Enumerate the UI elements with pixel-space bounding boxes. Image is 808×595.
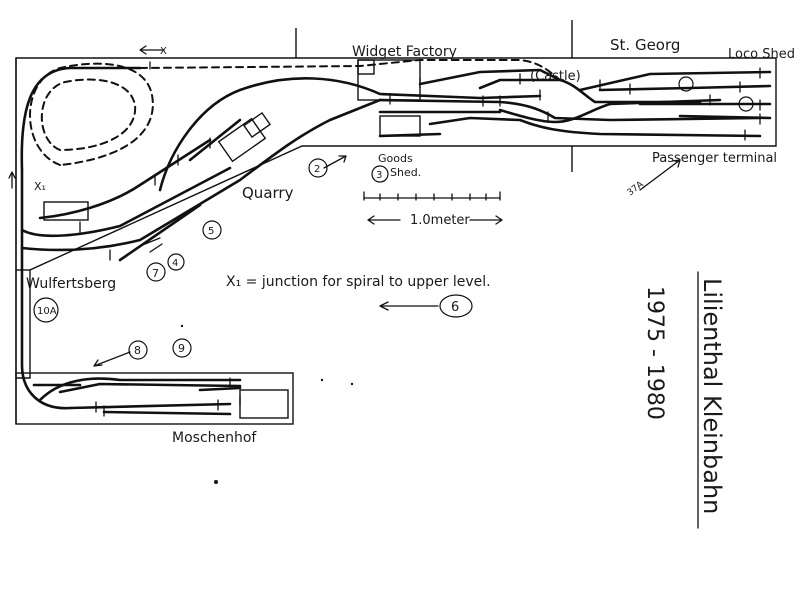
scale-label: 1.0meter: [410, 213, 470, 228]
moschenhof-building: [239, 389, 289, 419]
widget-factory-building: [357, 59, 421, 101]
track-ticks: [79, 67, 761, 417]
marker-6: 6: [451, 300, 459, 315]
wulfertsberg-label: Wulfertsberg: [26, 276, 116, 292]
wulfertsberg-building: [43, 201, 89, 221]
goods-shed-label-1: Goods: [378, 152, 413, 165]
marker-3: 3: [376, 170, 382, 181]
loco-shed-label: Loco Shed: [728, 47, 795, 62]
junction-note: X₁ = junction for spiral to upper level.: [226, 274, 491, 290]
marker-circles: [33, 158, 473, 360]
buildings: [43, 59, 421, 419]
layout-title: Lilienthal Kleinbahn: [698, 278, 726, 514]
marker-5: 5: [208, 226, 214, 237]
marker-10a: 10A: [37, 306, 57, 317]
layout-years: 1975 - 1980: [642, 286, 667, 420]
labels: Widget Factory St. Georg Loco Shed (Cast…: [26, 36, 795, 529]
marker-8: 8: [134, 344, 141, 357]
turntable-icon: [678, 76, 694, 92]
moschenhof-label: Moschenhof: [172, 430, 257, 446]
marker-7: 7: [152, 267, 159, 280]
marker-9: 9: [178, 342, 185, 355]
goods-shed-label-2: Shed.: [390, 166, 421, 179]
quarry-label: Quarry: [242, 184, 294, 202]
marker-2: 2: [314, 164, 320, 175]
arrows: [8, 45, 681, 367]
st-georg-label: St. Georg: [610, 36, 680, 54]
stray-marks: [180, 324, 354, 484]
x-mark: X: [160, 46, 167, 57]
castle-label: (Castle): [530, 69, 581, 84]
goods-shed-building: [379, 115, 421, 137]
baseboard-outline: [15, 20, 777, 425]
quarry-building: [217, 117, 267, 163]
marker-4: 4: [172, 258, 178, 269]
turntable-icon: [738, 96, 754, 112]
x1-mark: X₁: [34, 180, 46, 193]
passenger-terminal-label: Passenger terminal: [652, 151, 777, 166]
widget-factory-label: Widget Factory: [352, 44, 457, 60]
code-37a: 37A: [626, 179, 647, 198]
scale-bar: [363, 191, 503, 225]
